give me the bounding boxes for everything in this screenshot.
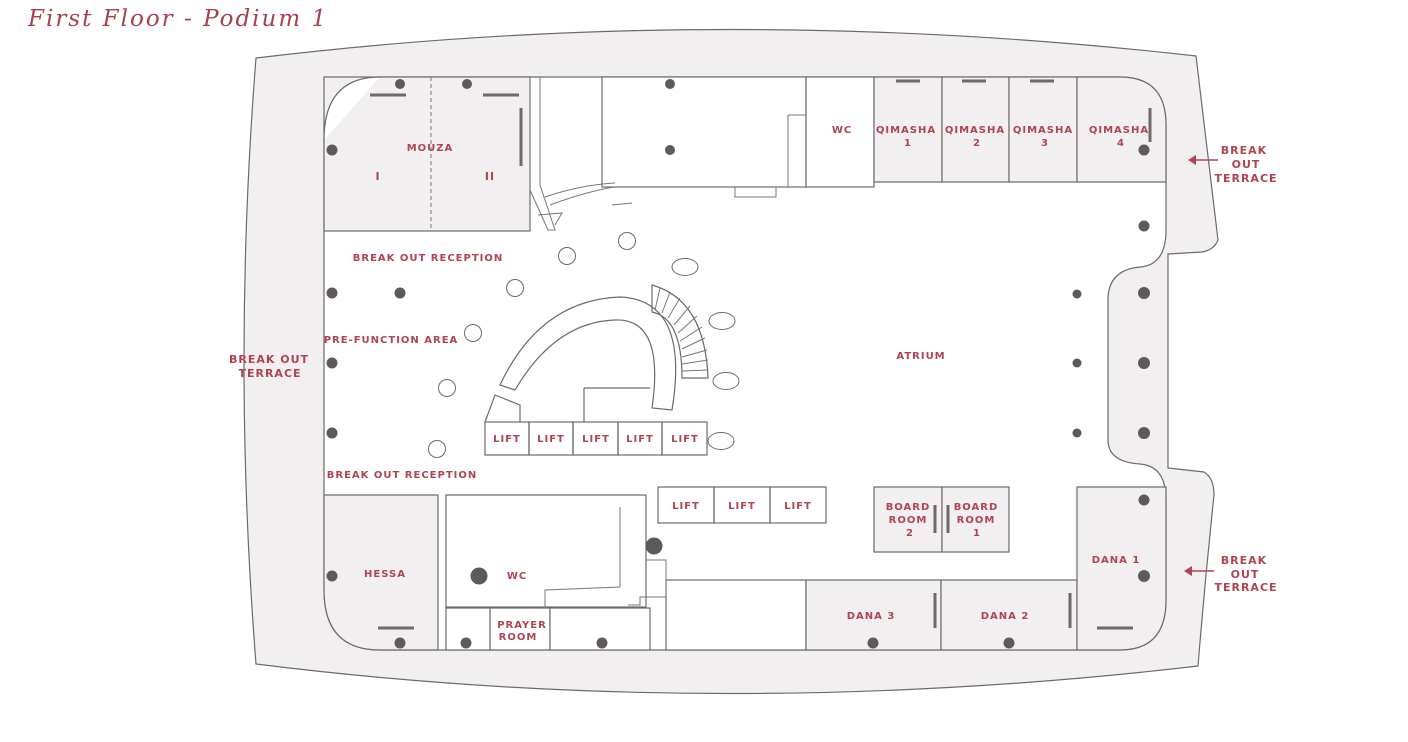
central-curve	[499, 296, 677, 411]
dana-3-label: DANA 3	[847, 611, 896, 622]
board-room-1-line2: ROOM	[957, 515, 996, 526]
lift-label-6: LIFT	[672, 501, 700, 512]
atrium-label: ATRIUM	[896, 351, 945, 362]
wc-bottom-room[interactable]	[445, 494, 647, 608]
dana-1-label: DANA 1	[1092, 555, 1141, 566]
qimasha-2-label: QIMASHA	[945, 125, 1005, 136]
service-block-top	[601, 76, 807, 188]
pre-function-area-label: PRE-FUNCTION AREA	[324, 335, 459, 346]
break-out-reception-bottom-label: BREAK OUT RECEPTION	[327, 470, 478, 481]
qimasha-2-room[interactable]	[941, 76, 1010, 183]
lift-label-8: LIFT	[784, 501, 812, 512]
columns	[326, 79, 1150, 649]
mouza-1-label: I	[375, 170, 380, 183]
qimasha-1-room[interactable]	[873, 76, 943, 183]
terrace-left-line1: BREAK OUT	[229, 353, 309, 366]
mouza-label: MOUZA	[407, 143, 454, 154]
hessa-label: HESSA	[364, 569, 406, 580]
terrace-right-top-line2: OUT	[1232, 158, 1261, 171]
qimasha-3-number: 3	[1041, 138, 1049, 149]
lift-label-3: LIFT	[582, 434, 610, 445]
lift-label-7: LIFT	[728, 501, 756, 512]
qimasha-3-room[interactable]	[1008, 76, 1078, 183]
qimasha-3-label: QIMASHA	[1013, 125, 1073, 136]
board-room-1-line1: BOARD	[954, 502, 999, 513]
planters	[428, 232, 740, 458]
qimasha-4-label: QIMASHA	[1089, 125, 1149, 136]
qimasha-4-room[interactable]	[1076, 76, 1167, 183]
wc-top-label: WC	[832, 125, 852, 136]
dana-2-label: DANA 2	[981, 611, 1030, 622]
floor-title: First Floor - Podium 1	[28, 6, 329, 32]
board-room-2[interactable]	[873, 486, 943, 553]
staircase	[651, 284, 709, 379]
prayer-room-line2: ROOM	[499, 632, 538, 643]
lift-label-2: LIFT	[537, 434, 565, 445]
lift-label-1: LIFT	[493, 434, 521, 445]
lift-bank-lower	[657, 486, 827, 524]
lift-bank-center	[484, 421, 708, 456]
terrace-right-top-line1: BREAK	[1221, 144, 1267, 157]
board-room-2-line1: BOARD	[886, 502, 931, 513]
board-room-2-line2: ROOM	[889, 515, 928, 526]
qimasha-2-number: 2	[973, 138, 981, 149]
board-room-1-number: 1	[973, 528, 981, 539]
board-room-2-number: 2	[906, 528, 914, 539]
break-out-reception-top-label: BREAK OUT RECEPTION	[353, 253, 504, 264]
qimasha-4-number: 4	[1117, 138, 1125, 149]
terrace-right-bottom-line3: TERRACE	[1214, 581, 1277, 594]
wc-bottom-label: WC	[507, 571, 527, 582]
lift-label-5: LIFT	[671, 434, 699, 445]
hessa-room[interactable]	[323, 494, 439, 651]
terrace-left-line2: TERRACE	[238, 367, 301, 380]
terrace-arrows	[1184, 155, 1218, 576]
terrace-right-bottom-line2: OUT	[1231, 568, 1260, 581]
lift-label-4: LIFT	[626, 434, 654, 445]
terrace-right-bottom-line1: BREAK	[1221, 554, 1267, 567]
board-room-1[interactable]	[941, 486, 1010, 553]
partition-bars	[370, 79, 1152, 630]
dana-1-room[interactable]	[1076, 486, 1167, 651]
mouza-2-label: II	[485, 170, 495, 183]
terrace-right-top-line3: TERRACE	[1214, 172, 1277, 185]
mouza-room[interactable]	[323, 76, 531, 232]
prayer-room-line1: PRAYER	[497, 620, 547, 631]
qimasha-1-number: 1	[904, 138, 912, 149]
qimasha-1-label: QIMASHA	[876, 125, 936, 136]
